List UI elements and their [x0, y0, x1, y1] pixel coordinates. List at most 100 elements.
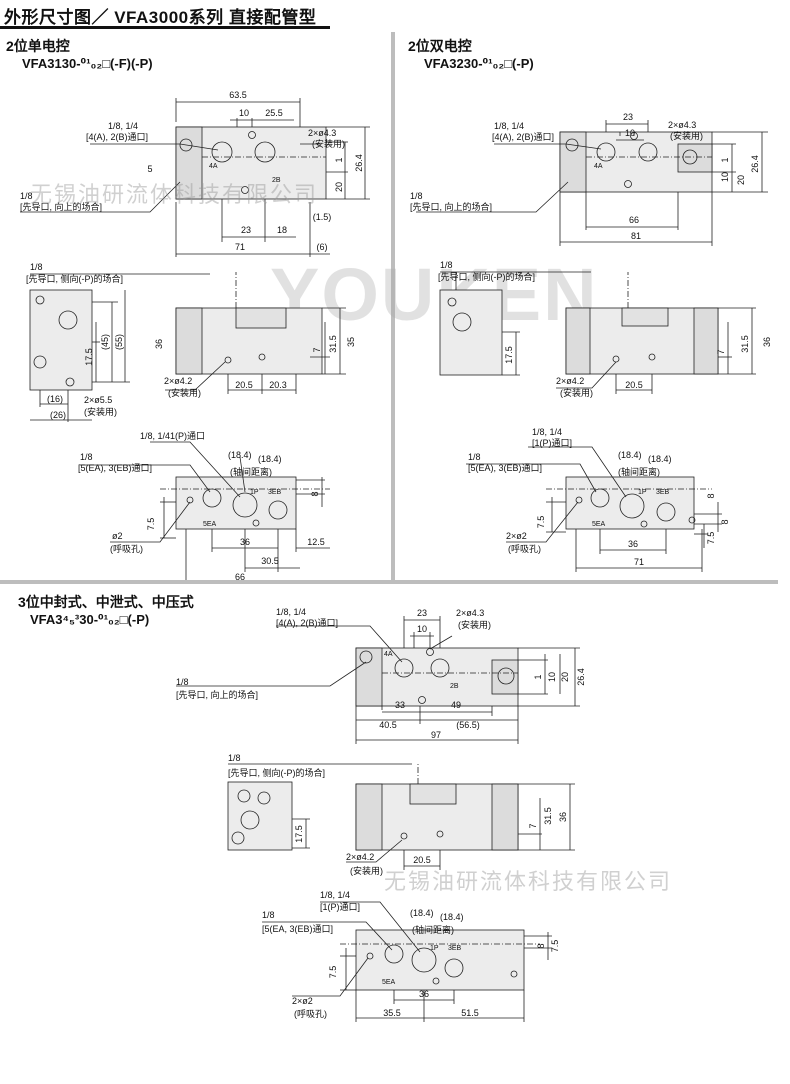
label-ex-desc: [5(EA), 3(EB)通口]	[78, 463, 152, 473]
label-5ea: 5EA	[203, 521, 217, 528]
three-drawing: 23 10 1 10 20 26.4 33 49 40.5 (56.5) 97 …	[176, 607, 586, 1022]
dim-36: 36	[154, 339, 164, 349]
dim-7-5b: 7.5	[328, 966, 338, 979]
label-p-desc: [1(P)通口]	[320, 902, 360, 912]
label-4a: 4A	[209, 163, 218, 170]
label-axis1: (18.4)	[410, 908, 434, 918]
label-mount2-desc: (安装用)	[84, 406, 117, 417]
dim-1: 1	[720, 157, 730, 162]
label-side-pilot-desc: [先导口, 侧向(-P)的场合]	[26, 273, 123, 284]
label-axis-desc: (轴间距离)	[412, 924, 454, 935]
label-port-a: 1/8, 1/4	[494, 121, 524, 131]
double-drawing: 23 10 1 10 20 26.4 66 81 17.5 36 7 31.5 …	[410, 112, 772, 572]
dim-7: 7	[528, 823, 538, 828]
label-breath: ø2	[112, 531, 123, 541]
dim-5: 5	[147, 164, 152, 174]
port-4a	[596, 142, 616, 162]
label-pilot-desc: [先导口, 向上的场合]	[20, 201, 102, 212]
watermark-logo: YOUKEN	[270, 253, 599, 336]
dim-17-5: 17.5	[84, 348, 94, 366]
dim-36: 36	[558, 812, 568, 822]
dim-20-5: 20.5	[625, 380, 643, 390]
dim-8b: 8	[720, 519, 730, 524]
label-ex-desc: [5(EA, 3(EB)通口]	[262, 924, 333, 934]
watermark-text: 无锡油研流体科技有限公司	[30, 182, 319, 207]
pilot-block	[175, 126, 203, 200]
dim-36b: 36	[628, 539, 638, 549]
dim-20: 20	[334, 182, 344, 192]
dim-8: 8	[310, 491, 320, 496]
label-axis2: (18.4)	[440, 912, 464, 922]
dim-1: 1	[334, 157, 344, 162]
label-4a: 4A	[384, 651, 393, 658]
model-code: VFA3⁴₅³30-⁰¹₀₂□(-P)	[30, 612, 150, 627]
dim-31-5: 31.5	[328, 335, 338, 353]
side-pilot-port	[58, 310, 78, 330]
dim-20: 20	[560, 672, 570, 682]
dim-1-5: (1.5)	[313, 212, 332, 222]
port-2b	[254, 141, 276, 163]
bottom-view-body	[175, 476, 297, 530]
dim-81: 81	[631, 231, 641, 241]
dim-31-5: 31.5	[543, 807, 553, 825]
pilot-port	[179, 138, 193, 152]
label-mount-desc: (安装用)	[670, 130, 703, 141]
dim-33: 33	[395, 700, 405, 710]
panel-single-solenoid: 2位单电控 VFA3130-⁰¹₀₂□(-F)(-P)	[0, 32, 390, 580]
label-axis1: (18.4)	[228, 450, 252, 460]
label-mount-desc: (安装用)	[458, 619, 491, 630]
dim-8: 8	[536, 943, 546, 948]
dim-26: (26)	[50, 410, 66, 420]
dim-66: 66	[629, 215, 639, 225]
label-pilot: 1/8	[410, 191, 423, 201]
dim-1: 1	[533, 674, 543, 679]
dim-45: (45)	[100, 334, 110, 350]
label-3eb: 3EB	[656, 489, 670, 496]
label-port-b: [4(A), 2(B)通口]	[276, 618, 338, 628]
label-mount3: 2×ø4.2	[346, 852, 374, 862]
dim-6: (6)	[317, 242, 328, 252]
label-5ea: 5EA	[382, 979, 396, 986]
dim-66: 66	[235, 572, 245, 580]
dim-40-5: 40.5	[379, 720, 397, 730]
label-breath-desc: (呼吸孔)	[110, 544, 143, 554]
dim-16: (16)	[47, 394, 63, 404]
port-1p	[232, 492, 258, 518]
label-breath-desc: (呼吸孔)	[508, 544, 541, 554]
label-axis-desc: (轴间距离)	[230, 466, 272, 477]
label-side-pilot: 1/8	[440, 260, 453, 270]
dim-10: 10	[239, 108, 249, 118]
label-ex-port: 1/8	[80, 452, 93, 462]
dim-31-5: 31.5	[740, 335, 750, 353]
dim-7: 7	[312, 347, 322, 352]
dim-10b: 10	[547, 672, 557, 682]
label-mount3: 2×ø4.2	[556, 376, 584, 386]
label-mount3: 2×ø4.2	[164, 376, 192, 386]
dim-7-5b: 7.5	[706, 532, 716, 545]
dim-30-5: 30.5	[261, 556, 279, 566]
label-3eb: 3EB	[448, 945, 462, 952]
dim-71: 71	[634, 557, 644, 567]
label-breath: 2×ø2	[292, 996, 313, 1006]
horizontal-divider	[0, 580, 778, 584]
dim-63-5: 63.5	[229, 90, 247, 100]
label-side-pilot: 1/8	[228, 753, 241, 763]
label-mount: 2×ø4.3	[668, 120, 696, 130]
label-axis-desc: (轴间距离)	[618, 466, 660, 477]
label-pilot: 1/8	[176, 677, 189, 687]
label-port-b: [4(A), 2(B)通口]	[492, 132, 554, 142]
label-1p: 1P	[250, 489, 259, 496]
label-mount: 2×ø4.3	[308, 128, 336, 138]
dim-7-5: 7.5	[146, 518, 156, 531]
model-code: VFA3230-⁰¹₀₂□(-P)	[424, 56, 534, 71]
label-mount3-desc: (安装用)	[560, 387, 593, 398]
label-port-a: 1/8, 1/4	[276, 607, 306, 617]
label-mount3-desc: (安装用)	[350, 865, 383, 876]
label-mount3-desc: (安装用)	[168, 387, 201, 398]
label-axis1: (18.4)	[618, 450, 642, 460]
page-title: 外形尺寸图／ VFA3000系列 直接配管型	[4, 8, 317, 27]
dim-35-5: 35.5	[383, 1008, 401, 1018]
mount-hole-top	[248, 131, 256, 139]
header: 外形尺寸图／ VFA3000系列 直接配管型	[0, 0, 790, 30]
label-2b: 2B	[450, 683, 459, 690]
